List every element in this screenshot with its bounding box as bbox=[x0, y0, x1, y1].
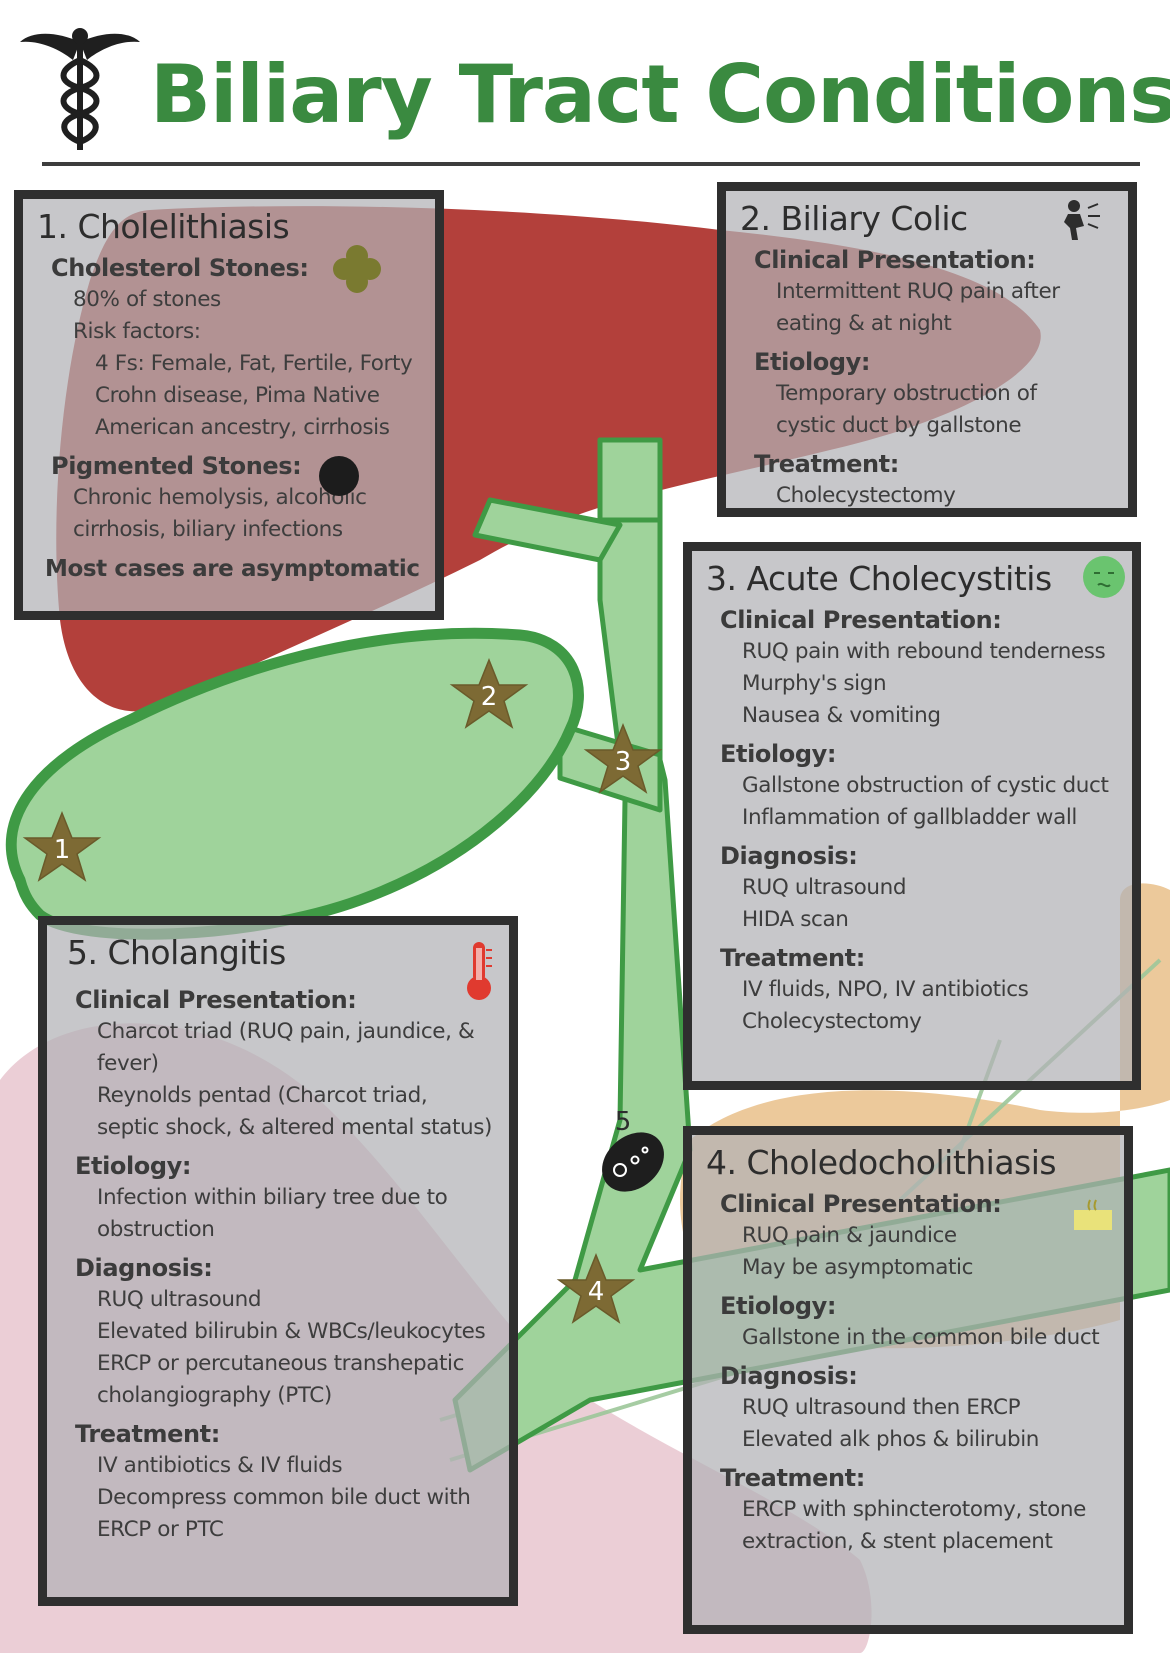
section-line: RUQ ultrasound then ERCP bbox=[742, 1395, 1021, 1420]
section-line: Cholecystectomy bbox=[742, 1009, 922, 1034]
acute-cholecystitis-box: 3. Acute Cholecystitis Clinical Presenta… bbox=[683, 542, 1141, 1090]
star-marker-2 bbox=[449, 657, 529, 729]
star-marker-3 bbox=[583, 722, 663, 794]
section-line: May be asymptomatic bbox=[742, 1255, 974, 1280]
section-label: Diagnosis: bbox=[75, 1254, 213, 1282]
nauseated-face-icon bbox=[1083, 556, 1125, 598]
section-line: eating & at night bbox=[776, 311, 952, 336]
section-label: Etiology: bbox=[75, 1152, 192, 1180]
choledocholithiasis-box: 4. Choledocholithiasis Clinical Presenta… bbox=[683, 1126, 1133, 1634]
section-line: Reynolds pentad (Charcot triad, bbox=[97, 1083, 428, 1108]
section-label: Treatment: bbox=[75, 1420, 220, 1448]
cholelithiasis-title: 1. Cholelithiasis bbox=[37, 207, 290, 246]
cholelithiasis-box: 1. Cholelithiasis Cholesterol Stones: 80… bbox=[14, 190, 444, 620]
section-line: Murphy's sign bbox=[742, 671, 887, 696]
caduceus-icon bbox=[20, 28, 140, 150]
section-label: Clinical Presentation: bbox=[754, 246, 1036, 274]
pain-person-icon bbox=[1064, 200, 1100, 240]
pigmented-stones-label: Pigmented Stones: bbox=[51, 452, 302, 480]
section-line: ERCP or PTC bbox=[97, 1517, 224, 1542]
section-line: RUQ ultrasound bbox=[742, 875, 907, 900]
marker-label-1: 1 bbox=[54, 835, 71, 865]
star-marker-4 bbox=[556, 1252, 636, 1324]
section-label: Diagnosis: bbox=[720, 1362, 858, 1390]
star-markers bbox=[22, 657, 663, 1324]
hepatic-duct-right bbox=[597, 437, 663, 523]
marker-label-2: 2 bbox=[481, 682, 498, 712]
section-line: obstruction bbox=[97, 1217, 215, 1242]
section-label: Treatment: bbox=[720, 944, 865, 972]
pigmented-stone-icon bbox=[319, 456, 359, 496]
section-label: Etiology: bbox=[720, 740, 837, 768]
section-line: cystic duct by gallstone bbox=[776, 413, 1022, 438]
pigmented-line: Chronic hemolysis, alcoholic bbox=[73, 485, 367, 510]
section-line: Charcot triad (RUQ pain, jaundice, & bbox=[97, 1019, 475, 1044]
section-line: RUQ pain with rebound tenderness bbox=[742, 639, 1106, 664]
cholesterol-stones-label: Cholesterol Stones: bbox=[51, 254, 309, 282]
acute-cholecystitis-title: 3. Acute Cholecystitis bbox=[706, 559, 1052, 598]
section-line: Cholecystectomy bbox=[776, 483, 956, 508]
section-line: septic shock, & altered mental status) bbox=[97, 1115, 493, 1140]
section-line: Nausea & vomiting bbox=[742, 703, 941, 728]
section-line: Temporary obstruction of bbox=[776, 381, 1037, 406]
cholangitis-box: 5. Cholangitis Clinical Presentation: Ch… bbox=[38, 916, 518, 1606]
biliary-colic-title: 2. Biliary Colic bbox=[740, 199, 968, 238]
marker-label-5: 5 bbox=[615, 1107, 632, 1137]
section-line: Intermittent RUQ pain after bbox=[776, 279, 1060, 304]
section-line: IV antibiotics & IV fluids bbox=[97, 1453, 343, 1478]
risk-factor-line: 4 Fs: Female, Fat, Fertile, Forty bbox=[95, 351, 413, 376]
star-marker-1 bbox=[22, 810, 102, 882]
hepatic-duct-left bbox=[472, 497, 623, 563]
section-label: Clinical Presentation: bbox=[720, 1190, 1002, 1218]
section-line: HIDA scan bbox=[742, 907, 849, 932]
section-line: RUQ ultrasound bbox=[97, 1287, 262, 1312]
section-line: ERCP or percutaneous transhepatic bbox=[97, 1351, 465, 1376]
risk-factor-line: American ancestry, cirrhosis bbox=[95, 415, 390, 440]
section-line: ERCP with sphincterotomy, stone bbox=[742, 1497, 1086, 1522]
section-line: IV fluids, NPO, IV antibiotics bbox=[742, 977, 1029, 1002]
pigmented-line: cirrhosis, biliary infections bbox=[73, 517, 343, 542]
jaundice-icon bbox=[1074, 1199, 1112, 1230]
section-label: Treatment: bbox=[754, 450, 899, 478]
page-title: Biliary Tract Conditions bbox=[150, 48, 1170, 141]
marker-label-3: 3 bbox=[615, 747, 632, 777]
section-line: Infection within biliary tree due to bbox=[97, 1185, 448, 1210]
cholesterol-stone-icon bbox=[333, 245, 381, 293]
marker-label-4: 4 bbox=[588, 1277, 605, 1307]
section-line: RUQ pain & jaundice bbox=[742, 1223, 957, 1248]
section-line: Elevated alk phos & bilirubin bbox=[742, 1427, 1040, 1452]
cholesterol-line: 80% of stones bbox=[73, 287, 221, 312]
cholesterol-line: Risk factors: bbox=[73, 319, 201, 344]
title-divider bbox=[42, 162, 1140, 166]
section-line: Gallstone in the common bile duct bbox=[742, 1325, 1100, 1350]
section-line: extraction, & stent placement bbox=[742, 1529, 1053, 1554]
section-line: fever) bbox=[97, 1051, 159, 1076]
section-line: Gallstone obstruction of cystic duct bbox=[742, 773, 1109, 798]
choledocholithiasis-title: 4. Choledocholithiasis bbox=[706, 1143, 1057, 1182]
section-line: Decompress common bile duct with bbox=[97, 1485, 471, 1510]
section-label: Etiology: bbox=[720, 1292, 837, 1320]
biliary-colic-box: 2. Biliary Colic Clinical Presentation: … bbox=[717, 182, 1137, 517]
section-label: Diagnosis: bbox=[720, 842, 858, 870]
section-line: Inflammation of gallbladder wall bbox=[742, 805, 1077, 830]
cholelithiasis-summary: Most cases are asymptomatic bbox=[45, 556, 420, 582]
section-label: Etiology: bbox=[754, 348, 871, 376]
section-label: Clinical Presentation: bbox=[75, 986, 357, 1014]
section-line: cholangiography (PTC) bbox=[97, 1383, 332, 1408]
section-label: Clinical Presentation: bbox=[720, 606, 1002, 634]
thermometer-icon bbox=[467, 942, 492, 1000]
risk-factor-line: Crohn disease, Pima Native bbox=[95, 383, 380, 408]
section-line: Elevated bilirubin & WBCs/leukocytes bbox=[97, 1319, 486, 1344]
section-label: Treatment: bbox=[720, 1464, 865, 1492]
cholangitis-title: 5. Cholangitis bbox=[67, 933, 286, 972]
